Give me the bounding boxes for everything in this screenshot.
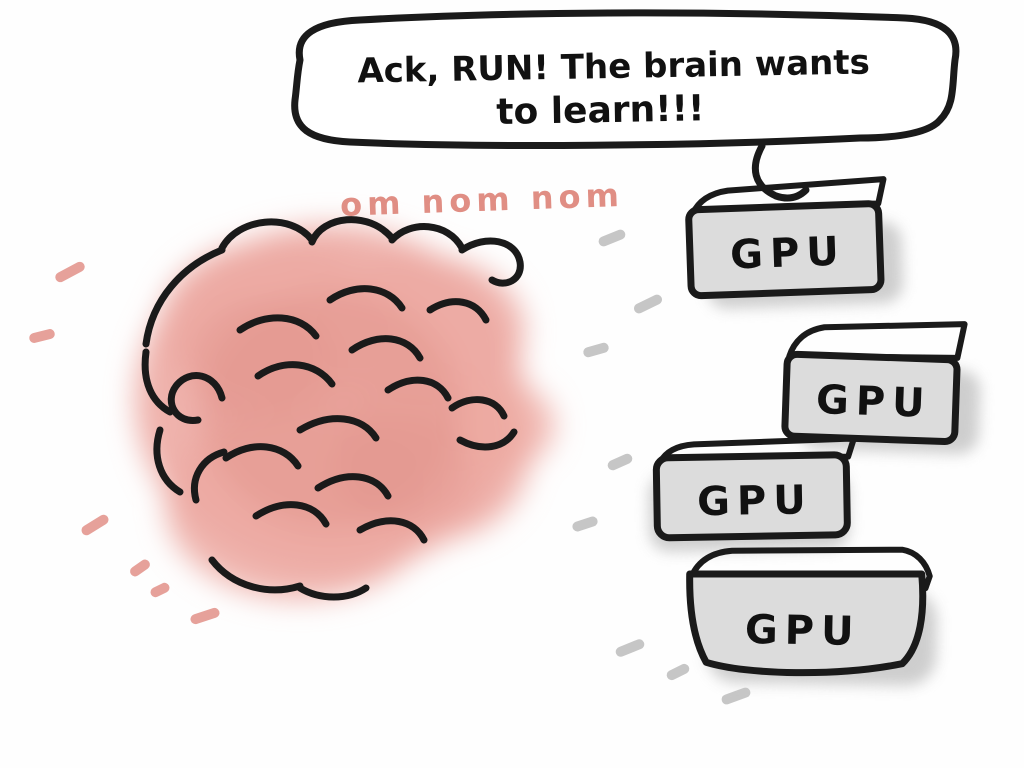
speech-bubble-tail xyxy=(751,142,780,200)
gpu-face xyxy=(652,451,851,542)
sound-effect-text: om nom nom xyxy=(339,176,624,224)
brain-fold-stroke xyxy=(222,443,302,470)
gpu-lid xyxy=(688,546,933,592)
gpu-label: GPU xyxy=(697,477,813,525)
brain-illustration xyxy=(135,216,555,601)
motion-dash xyxy=(150,582,170,598)
gpu-box-3: GPU xyxy=(648,435,857,552)
gpu-label: GPU xyxy=(745,607,861,655)
motion-dash xyxy=(666,663,690,681)
brain-fold-stroke xyxy=(296,415,380,442)
gpu-face xyxy=(685,200,885,300)
motion-dash xyxy=(55,261,85,283)
brain-fold-stroke xyxy=(296,584,370,601)
brain-blob-shade xyxy=(190,300,330,420)
motion-dashes-pink xyxy=(29,261,220,625)
gpu-lid xyxy=(786,321,968,361)
brain-fold-stroke xyxy=(142,246,226,348)
brain-fold-stroke xyxy=(254,361,336,388)
motion-dash xyxy=(81,514,109,536)
gpu-face xyxy=(686,570,927,677)
motion-dash xyxy=(598,229,626,247)
motion-dash xyxy=(583,342,609,358)
brain-fold-strokes xyxy=(141,216,524,601)
motion-dash xyxy=(615,639,645,657)
brain-blob-shade xyxy=(330,415,470,525)
brain-fold-stroke xyxy=(167,372,226,424)
speech-bubble: Ack, RUN! The brain wants to learn!!! xyxy=(291,9,960,202)
brain-fold-stroke xyxy=(458,237,524,287)
brain-fold-stroke xyxy=(426,298,490,324)
motion-dash xyxy=(607,453,633,471)
motion-dash xyxy=(572,516,598,532)
brain-fold-stroke xyxy=(218,218,316,252)
motion-dash xyxy=(634,294,662,314)
brain-fold-stroke xyxy=(356,517,428,544)
motion-dash xyxy=(130,559,150,577)
brain-fold-stroke xyxy=(236,314,320,340)
brain-fold-stroke xyxy=(384,376,452,402)
speech-bubble-text-line2: to learn!!! xyxy=(496,88,705,133)
gpu-box-2: GPU xyxy=(781,321,981,455)
motion-dash xyxy=(190,607,220,625)
brain-fold-stroke xyxy=(208,556,304,594)
brain-fold-stroke xyxy=(448,396,508,420)
brain-fold-stroke xyxy=(153,426,184,496)
motion-dashes-gray xyxy=(572,229,751,705)
motion-dash xyxy=(721,687,751,705)
brain-fold-stroke xyxy=(388,223,466,252)
brain-fold-stroke xyxy=(326,285,406,312)
brain-fold-stroke xyxy=(252,501,330,528)
gpu-box-4: GPU xyxy=(686,546,937,686)
speech-bubble-outline xyxy=(291,9,960,149)
gpu-face xyxy=(781,350,961,446)
brain-fold-stroke xyxy=(141,348,174,416)
brain-fold-stroke xyxy=(456,428,518,451)
speech-bubble-text-line1: Ack, RUN! The brain wants xyxy=(357,42,870,91)
brain-fold-stroke xyxy=(191,448,228,504)
gpu-label: GPU xyxy=(729,229,846,279)
speech-bubble-tail xyxy=(772,186,810,202)
gpu-label: GPU xyxy=(815,377,932,427)
gpu-box-1: GPU xyxy=(685,176,904,309)
brain-fold-stroke xyxy=(314,473,392,500)
motion-dash xyxy=(29,329,55,343)
brain-fold-stroke xyxy=(308,216,396,246)
brain-fold-stroke xyxy=(348,335,424,362)
